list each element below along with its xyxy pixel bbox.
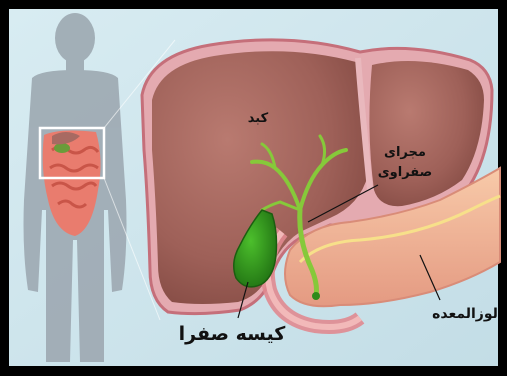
bile-duct-label-line2: صفراوی xyxy=(378,165,432,180)
bile-duct-label-line1: مجرای xyxy=(384,145,426,160)
gallbladder-label: کیسه صفرا xyxy=(179,323,287,345)
pancreas-label: لوزالمعده xyxy=(432,306,498,322)
liver-label: کبد xyxy=(248,111,269,126)
